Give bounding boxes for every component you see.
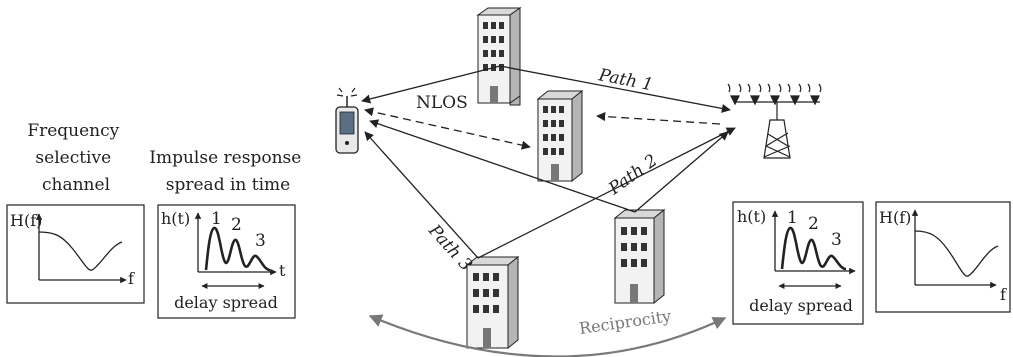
base-station-tower-icon xyxy=(727,83,822,159)
left-freq-ylabel: H(f) xyxy=(10,211,42,230)
right-peak-1: 1 xyxy=(787,208,798,228)
reciprocity-label: Reciprocity xyxy=(578,306,672,338)
left-peak-2: 2 xyxy=(231,215,242,235)
path-3-line-a xyxy=(364,131,479,259)
building-bottom-left xyxy=(465,255,520,350)
mobile-phone-icon xyxy=(335,87,359,154)
left-impulse-ylabel: h(t) xyxy=(161,209,190,228)
left-impulse-xlabel: t xyxy=(279,261,286,280)
right-peak-2: 2 xyxy=(808,214,819,234)
path-2-label: Path 2 xyxy=(604,151,661,200)
left-peak-1: 1 xyxy=(211,209,222,229)
left-impulse-curve xyxy=(204,226,271,272)
building-bottom-right xyxy=(613,208,666,305)
left-delay-spread-caption: delay spread xyxy=(174,293,278,312)
left-frequency-curve xyxy=(38,231,123,271)
right-impulse-ylabel: h(t) xyxy=(737,207,766,226)
path-1-line-a xyxy=(361,65,501,104)
building-top xyxy=(476,7,522,106)
path-1-label: Path 1 xyxy=(596,65,655,95)
middle-dashed-line xyxy=(596,111,721,125)
left-frequency-plot: H(f) f xyxy=(6,204,145,304)
right-frequency-plot: H(f) f xyxy=(875,201,1011,313)
right-freq-ylabel: H(f) xyxy=(879,208,911,227)
propagation-paths xyxy=(361,65,736,259)
freq-selective-caption: Frequency selective channel xyxy=(27,121,124,195)
path-2-line-b xyxy=(634,131,729,213)
right-frequency-curve xyxy=(914,230,999,277)
right-freq-xlabel: f xyxy=(1000,285,1007,304)
building-middle xyxy=(536,89,584,183)
left-peak-3: 3 xyxy=(255,231,266,251)
nlos-label: NLOS xyxy=(416,93,468,113)
left-impulse-plot: h(t) t 1 2 3 delay spread xyxy=(157,204,296,319)
right-peak-3: 3 xyxy=(831,230,842,250)
path-1-line-b xyxy=(499,65,731,113)
left-freq-xlabel: f xyxy=(128,269,135,288)
right-impulse-curve xyxy=(780,226,847,271)
nlos-dashed-line xyxy=(364,107,531,150)
impulse-response-caption: Impulse response spread in time xyxy=(149,148,306,195)
right-impulse-plot: h(t) 1 2 3 delay spread xyxy=(732,201,864,325)
right-delay-spread-caption: delay spread xyxy=(749,296,853,315)
path-3-line-b xyxy=(477,127,736,259)
path-2-line-a xyxy=(369,119,636,213)
